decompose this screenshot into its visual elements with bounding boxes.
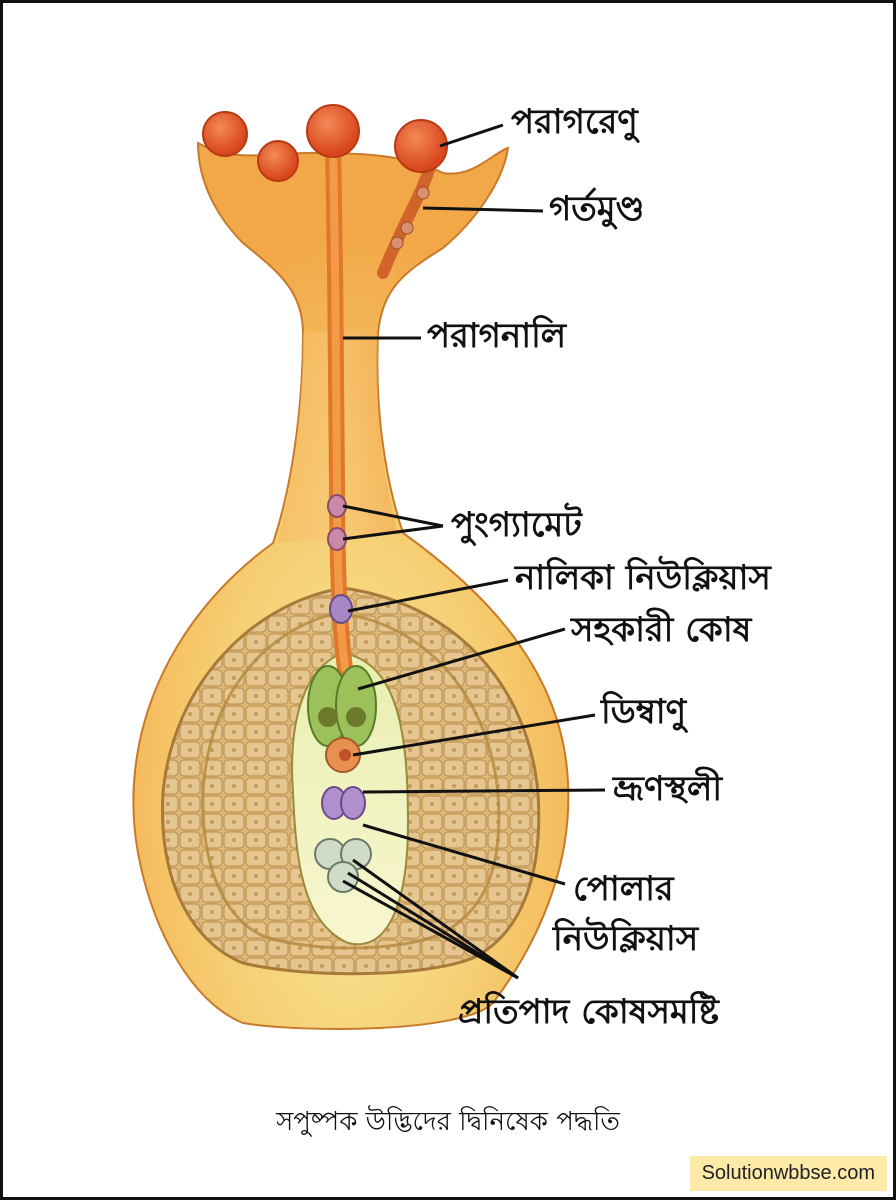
pollen-grain <box>394 119 448 173</box>
pollen-grain <box>202 111 248 157</box>
leader-gamete-2 <box>342 524 444 541</box>
synergid-nucleus <box>346 707 366 727</box>
gamete-small-1 <box>400 221 414 235</box>
leader-polar <box>362 823 566 886</box>
synergid-nucleus <box>318 707 338 727</box>
gamete-small-2 <box>390 236 404 250</box>
label-polar-nuclei-1: পোলার <box>573 869 674 909</box>
leader-lines <box>342 123 606 980</box>
synergid-cell <box>335 665 377 747</box>
label-male-gametes: পুংগ্যামেট <box>451 505 582 545</box>
leader-tube-nucleus <box>347 578 509 613</box>
label-embryo-sac: ভ্রূণস্থলী <box>613 769 723 809</box>
leader-antipodal-1 <box>352 858 519 980</box>
label-synergids: সহকারী কোষ <box>571 610 752 650</box>
polar-nucleus <box>340 786 366 820</box>
label-stigma: গর্তমুণ্ড <box>549 189 645 229</box>
leader-synergids <box>357 627 566 691</box>
leader-antipodal-2 <box>347 871 519 980</box>
label-pollen-tube: পরাগনালি <box>427 316 567 356</box>
pollen-grain <box>306 104 360 158</box>
double-fertilization-diagram <box>132 104 606 1030</box>
label-antipodal-cells: প্রতিপাদ কোষসমষ্টি <box>458 992 719 1032</box>
leader-antipodal-3 <box>342 879 519 980</box>
leader-embryo-sac <box>362 788 606 794</box>
label-tube-nucleus: নালিকা নিউক্লিয়াস <box>515 558 771 598</box>
pollen-grain <box>257 140 299 182</box>
diagram-caption: সপুষ্পক উদ্ভিদের দ্বিনিষেক পদ্ধতি <box>276 1107 620 1137</box>
label-egg-cell: ডিম্বাণু <box>601 692 687 732</box>
egg-nucleus <box>339 749 351 761</box>
pollen-tube-secondary <box>377 157 437 279</box>
label-polar-nuclei-2: নিউক্লিয়াস <box>553 919 699 959</box>
leader-gamete-1 <box>342 504 444 528</box>
tube-nucleus <box>329 594 353 624</box>
watermark: Solutionwbbse.com <box>689 1156 887 1191</box>
tube-nucleus-small <box>416 186 430 200</box>
label-pollen-grain: পরাগরেণু <box>511 102 638 142</box>
leader-pollen <box>439 123 504 148</box>
leader-stigma <box>422 206 544 213</box>
leader-egg <box>352 713 596 757</box>
